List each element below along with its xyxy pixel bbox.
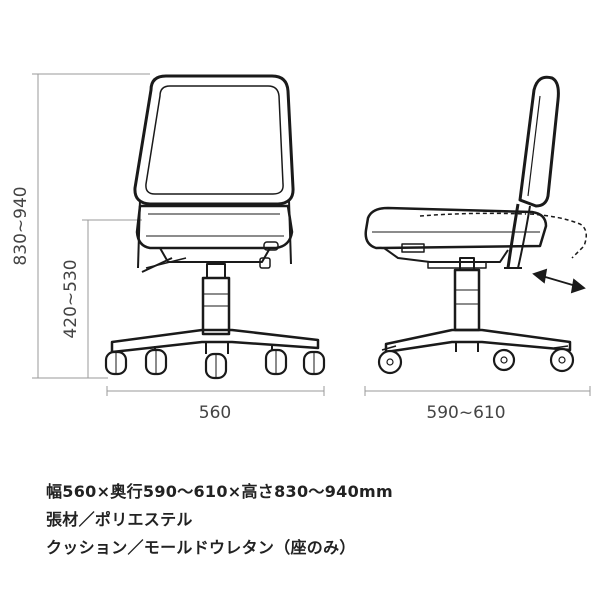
spec-list: 幅560×奥行590～610×高さ830～940mm 張材／ポリエステル クッシ… bbox=[46, 478, 393, 562]
width-label: 560 bbox=[199, 403, 231, 423]
total-height-label: 830~940 bbox=[11, 186, 31, 265]
front-casters bbox=[104, 348, 326, 380]
recline-arrow-icon bbox=[532, 268, 586, 294]
seat-height-label: 420~530 bbox=[61, 259, 81, 338]
spec-upholstery: 張材／ポリエステル bbox=[46, 510, 193, 529]
side-casters bbox=[377, 345, 575, 375]
chair-front-view bbox=[110, 74, 320, 354]
spec-cushion: クッション／モールドウレタン（座のみ） bbox=[46, 538, 356, 557]
spec-size: 幅560×奥行590～610×高さ830～940mm bbox=[46, 482, 393, 501]
chair-side-view bbox=[364, 75, 587, 354]
dimension-lines bbox=[32, 73, 591, 396]
depth-label: 590~610 bbox=[426, 403, 505, 423]
